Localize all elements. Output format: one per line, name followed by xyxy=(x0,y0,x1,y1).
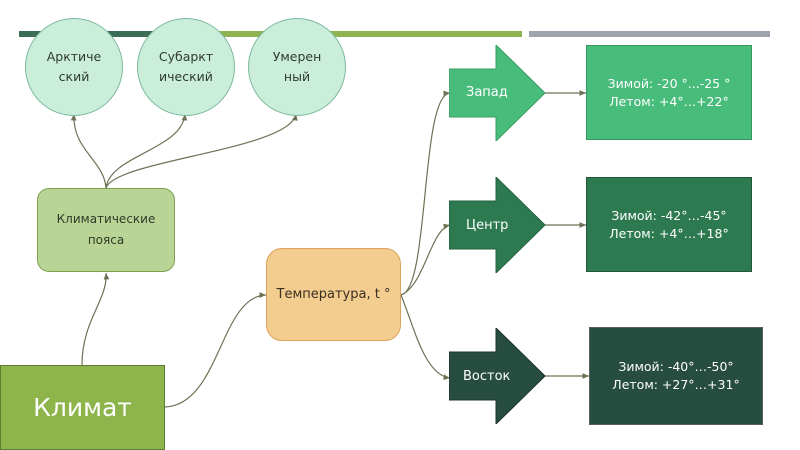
connector-temperature-center xyxy=(400,223,451,296)
connector-belts-subarctic xyxy=(105,113,188,189)
region-info-east: Зимой: -40°…-50° Летом: +27°…+31° xyxy=(589,327,763,425)
region-arrow-west xyxy=(449,45,546,141)
connector-belts-temperate xyxy=(105,113,298,189)
connector-temperature-east xyxy=(400,294,451,381)
region-info-west: Зимой: -20 °...-25 ° Летом: +4°…+22° xyxy=(586,45,752,140)
belt-arctic: Арктиче ский xyxy=(25,18,123,116)
region-info-center: Зимой: -42°…-45° Летом: +4°…+18° xyxy=(586,177,752,272)
region-label-east: Восток xyxy=(463,369,511,384)
header-bar-dark xyxy=(19,31,214,37)
belt-subarctic: Субаркт ический xyxy=(137,18,235,116)
connector-temperature-west xyxy=(400,90,451,296)
region-label-center: Центр xyxy=(466,218,509,233)
region-label-west: Запад xyxy=(466,85,508,100)
temperature-node: Температура, t ° xyxy=(266,248,401,341)
belt-temperate: Умерен ный xyxy=(248,18,346,116)
connector-belts-arctic xyxy=(70,113,107,189)
header-bar-green xyxy=(214,31,522,37)
climate-root-node: Климат xyxy=(0,365,165,450)
connector-climate-temperature xyxy=(164,292,267,408)
climate-belts-node: Климатические пояса xyxy=(37,188,175,272)
connector-climate-belts xyxy=(81,272,110,366)
region-arrow-east xyxy=(449,328,546,424)
header-bar-gray xyxy=(529,31,770,37)
region-arrow-center xyxy=(449,177,546,273)
